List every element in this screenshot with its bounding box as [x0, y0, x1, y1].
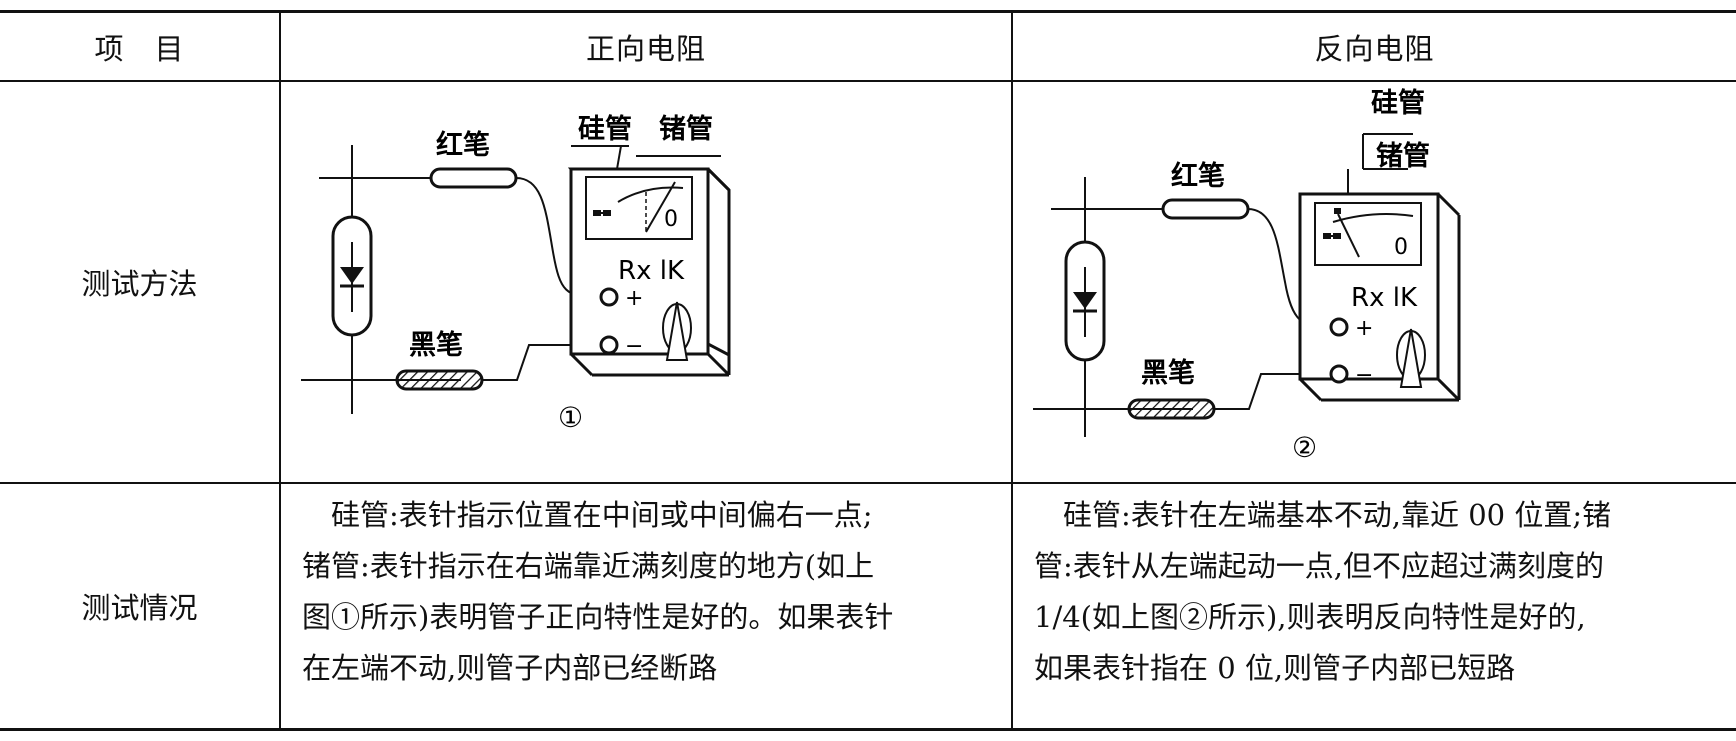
- method-label: 测试方法: [81, 267, 198, 301]
- result-label: 测试情况: [81, 591, 198, 625]
- black-probe-icon: [395, 369, 484, 391]
- forward-black-probe-label: 黑笔: [409, 329, 463, 361]
- header-item-label: 项 目: [94, 31, 185, 66]
- negative-terminal-icon: [599, 335, 619, 355]
- forward-result-line: 在左端不动,则管子内部已经断路: [302, 651, 718, 685]
- reverse-result-line: 1/4(如上图②所示),则表明反向特性是好的,: [1034, 600, 1586, 634]
- reverse-black-probe-label: 黑笔: [1141, 357, 1195, 389]
- forward-result-line: 图①所示)表明管子正向特性是好的。如果表针: [302, 600, 894, 634]
- reverse-red-probe-label: 红笔: [1171, 160, 1225, 192]
- meter-needle: [1337, 213, 1360, 258]
- meter-needle: [645, 181, 676, 233]
- red-probe-icon: [1161, 198, 1250, 220]
- header-forward-cell: 正向电阻: [281, 13, 1011, 80]
- reverse-test-diagram: 红笔 黑笔 0 硅管 锗管 Rx lK + −: [1033, 88, 1461, 464]
- table-top-rule: [0, 10, 1736, 13]
- meter-dial-window: [585, 176, 693, 240]
- positive-terminal-icon: [599, 287, 619, 307]
- table-bottom-rule: [0, 728, 1736, 731]
- reverse-scale-zero: 0: [1394, 235, 1408, 260]
- header-item-cell: 项 目: [0, 13, 279, 80]
- forward-silicon-label: 硅管: [578, 114, 632, 145]
- forward-range-label: Rx lK: [618, 256, 685, 286]
- header-forward-label: 正向电阻: [585, 31, 706, 66]
- forward-germanium-label: 锗管: [659, 114, 713, 145]
- black-probe-icon: [1127, 398, 1216, 420]
- range-knob-icon: [665, 301, 689, 361]
- header-reverse-cell: 反向电阻: [1013, 13, 1736, 80]
- reverse-result-line: 硅管:表针在左端基本不动,靠近 00 位置;锗: [1034, 498, 1612, 532]
- forward-minus-label: −: [625, 334, 643, 359]
- forward-scale-zero: 0: [664, 207, 678, 232]
- row-divider-rule: [0, 482, 1736, 484]
- forward-red-probe-label: 红笔: [436, 129, 490, 161]
- red-probe-icon: [429, 167, 518, 189]
- method-label-cell: 测试方法: [0, 82, 279, 482]
- column-divider-2: [1011, 12, 1013, 729]
- result-label-cell: 测试情况: [0, 484, 279, 728]
- meter-dial-window: [1314, 202, 1422, 266]
- negative-terminal-icon: [1329, 364, 1349, 384]
- forward-result-line: 硅管:表针指示位置在中间或中间偏右一点;: [302, 498, 873, 532]
- forward-result-line: 锗管:表针指示在右端靠近满刻度的地方(如上: [302, 549, 875, 583]
- reverse-result-text: 硅管:表针在左端基本不动,靠近 00 位置;锗 管:表针从左端起动一点,但不应超…: [1034, 490, 1724, 694]
- positive-terminal-icon: [1329, 317, 1349, 337]
- reverse-minus-label: −: [1355, 363, 1373, 388]
- reverse-figure-number: ②: [1292, 431, 1317, 464]
- column-divider-1: [279, 12, 281, 729]
- reverse-result-line: 管:表针从左端起动一点,但不应超过满刻度的: [1034, 549, 1604, 583]
- forward-result-text: 硅管:表针指示位置在中间或中间偏右一点; 锗管:表针指示在右端靠近满刻度的地方(…: [302, 490, 992, 694]
- range-knob-icon: [1399, 328, 1423, 388]
- forward-test-diagram: 红笔 黑笔 0 硅管 锗管 Rx lK + −: [301, 114, 731, 434]
- reverse-germanium-label: 锗管: [1376, 141, 1430, 172]
- reverse-result-line: 如果表针指在 0 位,则管子内部已短路: [1034, 651, 1516, 685]
- forward-plus-label: +: [625, 286, 643, 311]
- reverse-plus-label: +: [1355, 316, 1373, 341]
- header-reverse-label: 反向电阻: [1314, 31, 1435, 66]
- forward-figure-number: ①: [558, 401, 583, 434]
- reverse-range-label: Rx lK: [1351, 283, 1418, 313]
- reverse-silicon-label: 硅管: [1371, 88, 1425, 119]
- header-bottom-rule: [0, 80, 1736, 82]
